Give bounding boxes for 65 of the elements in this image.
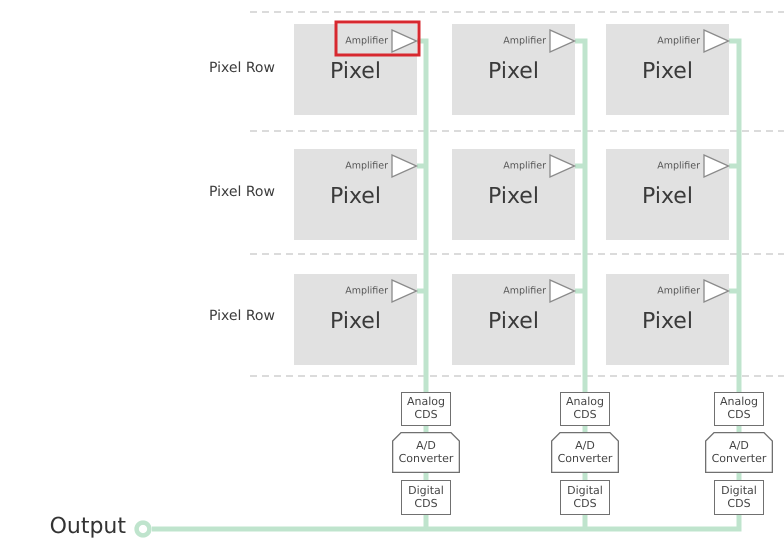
pixel-label: Pixel (641, 186, 694, 208)
amplifier-label: Amplifier (503, 286, 546, 296)
pixel-box (452, 149, 575, 240)
pixel-label: Pixel (641, 311, 694, 333)
block-label: Analog CDS (718, 396, 759, 422)
row-label: Pixel Row (209, 309, 275, 323)
signal-line (582, 473, 588, 480)
output-label: Output (50, 516, 126, 538)
signal-line (582, 426, 588, 432)
block-label: Analog CDS (406, 396, 446, 422)
amplifier-symbol (391, 29, 417, 53)
pixel-label: Pixel (641, 61, 694, 83)
block-label: A/D Converter (398, 440, 454, 466)
converter-block (551, 432, 619, 473)
converter-block (705, 432, 773, 473)
signal-line (736, 473, 742, 480)
amplifier-symbol (549, 279, 575, 303)
converter-block (392, 432, 460, 473)
block-label: Digital CDS (407, 484, 445, 510)
amplifier-label: Amplifier (657, 36, 700, 46)
processing-block (401, 480, 451, 515)
amplifier-symbol (703, 279, 729, 303)
pixel-box (452, 24, 575, 115)
amplifier-label: Amplifier (345, 161, 388, 171)
pixel-box (294, 149, 417, 240)
amplifier-label: Amplifier (657, 286, 700, 296)
signal-line (736, 426, 742, 432)
pixel-box (606, 274, 729, 365)
processing-block (560, 392, 610, 426)
signal-line (424, 473, 428, 480)
amplifier-symbol (549, 154, 575, 178)
pixel-box (294, 24, 417, 115)
amplifier-symbol (549, 29, 575, 53)
processing-block (714, 480, 764, 515)
pixel-box (606, 24, 729, 115)
processing-block (401, 392, 451, 426)
amplifier-symbol (391, 279, 417, 303)
pixel-label: Pixel (487, 61, 540, 83)
pixel-label: Pixel (487, 311, 540, 333)
pixel-box (294, 274, 417, 365)
amplifier-symbol (703, 29, 729, 53)
amplifier-label: Amplifier (503, 36, 546, 46)
amplifier-label: Amplifier (345, 286, 388, 296)
processing-block (560, 480, 610, 515)
output-terminal (134, 520, 152, 538)
block-label: Digital CDS (566, 484, 604, 510)
pixel-label: Pixel (329, 61, 382, 83)
pixel-box (452, 274, 575, 365)
block-label: A/D Converter (710, 440, 768, 466)
pixel-box (606, 149, 729, 240)
block-label: Digital CDS (720, 484, 758, 510)
signal-line (424, 426, 428, 432)
amplifier-label: Amplifier (345, 36, 388, 46)
block-label: A/D Converter (556, 440, 614, 466)
pixel-label: Pixel (329, 311, 382, 333)
amplifier-label: Amplifier (503, 161, 546, 171)
row-label: Pixel Row (209, 61, 275, 75)
row-label: Pixel Row (209, 185, 275, 199)
pixel-label: Pixel (487, 186, 540, 208)
amplifier-symbol (391, 154, 417, 178)
block-label: Analog CDS (564, 396, 605, 422)
pixel-label: Pixel (329, 186, 382, 208)
amplifier-label: Amplifier (657, 161, 700, 171)
amplifier-symbol (703, 154, 729, 178)
processing-block (714, 392, 764, 426)
